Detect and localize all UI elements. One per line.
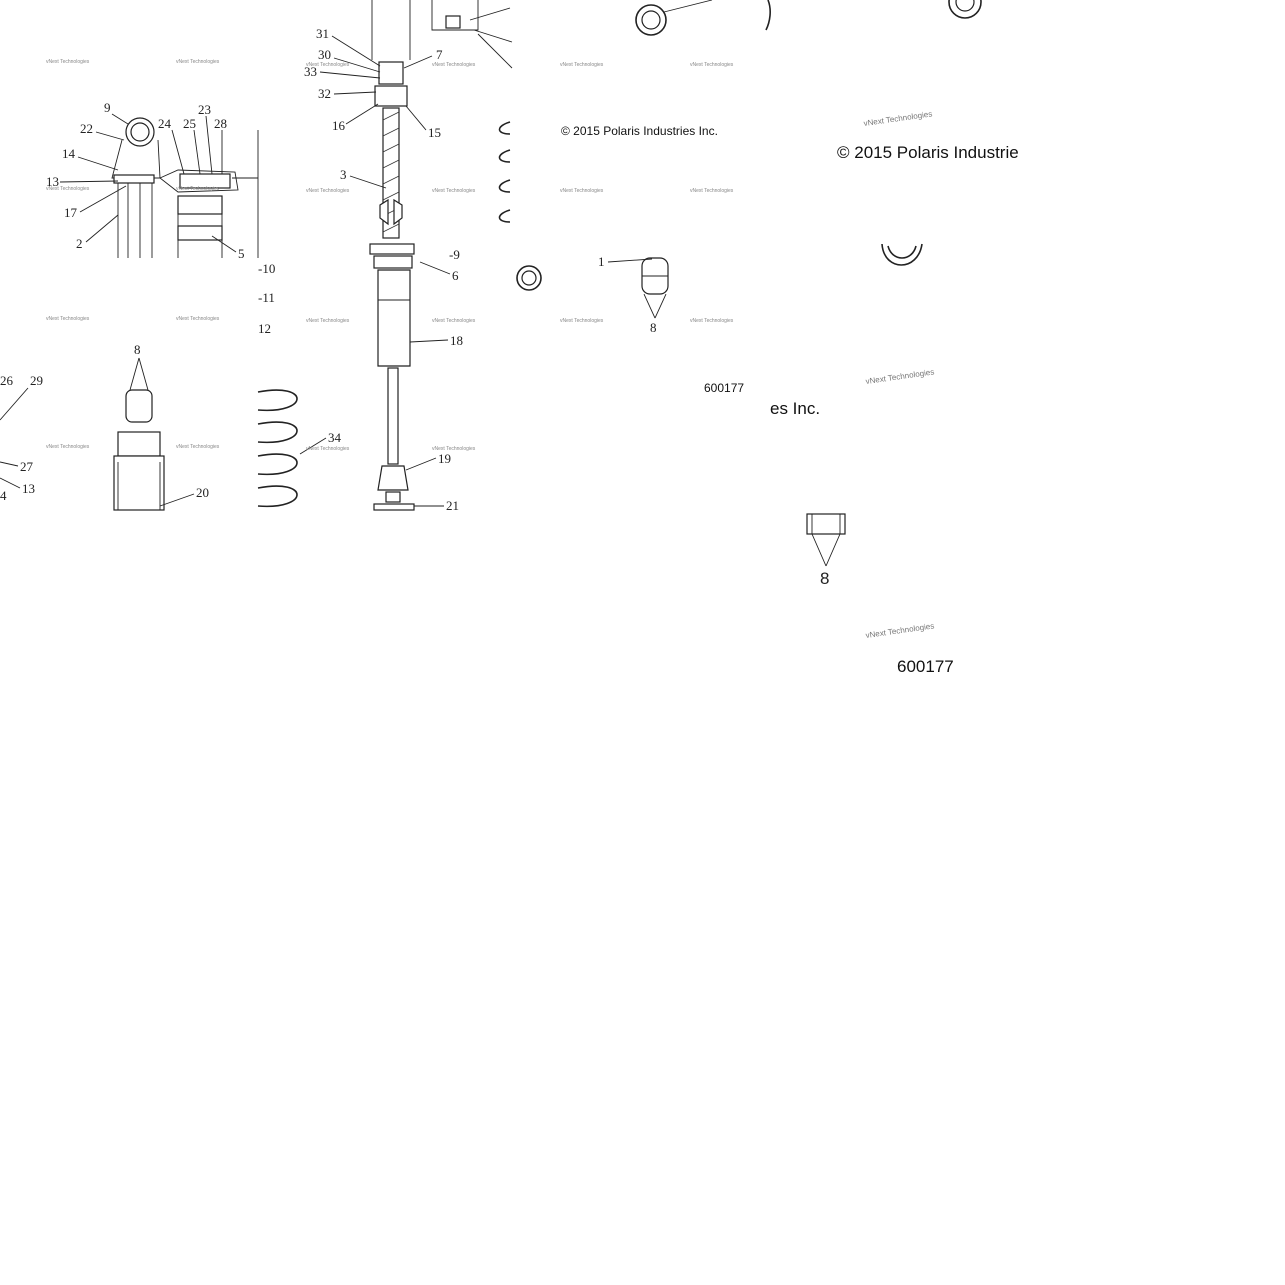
watermark-grid: vNext Technologies vNext Technologies vN… (46, 59, 935, 640)
figure-number-small: 600177 (704, 381, 744, 395)
callout-30: 30 (318, 47, 331, 62)
callout-22: 22 (80, 121, 93, 136)
callouts-shock-rod: 31 30 33 32 16 3 7 15 6 18 19 21 -9 -10 … (258, 26, 463, 513)
callout-16: 16 (332, 118, 346, 133)
callout-8-large: 8 (820, 569, 829, 588)
callout-8-bushing: 8 (650, 320, 657, 335)
callout-5: 5 (238, 246, 245, 261)
watermark-text: vNext Technologies (306, 446, 350, 452)
watermark-text: vNext Technologies (176, 316, 220, 322)
callouts-bottom-left: 26 29 27 13 4 (0, 373, 43, 503)
callout-23: 23 (198, 102, 211, 117)
watermark-text: vNext Technologies (560, 62, 604, 68)
watermark-text: vNext Technologies (560, 318, 604, 324)
watermark-text: vNext Technologies (432, 446, 476, 452)
watermark-text: vNext Technologies (306, 318, 350, 324)
watermark-text: vNext Technologies (432, 188, 476, 194)
spring-edge (498, 121, 542, 291)
callout-9-minus: -9 (449, 247, 460, 262)
bushing-large: 8 (806, 513, 846, 588)
copyright-small: © 2015 Polaris Industries Inc. (561, 124, 718, 138)
callout-10: -10 (258, 261, 275, 276)
callout-25: 25 (183, 116, 196, 131)
watermark-text: vNext Technologies (432, 62, 476, 68)
callout-21: 21 (446, 498, 459, 513)
callout-27: 27 (20, 459, 34, 474)
watermark-text: vNext Technologies (46, 59, 90, 65)
callout-33: 33 (304, 64, 317, 79)
watermark-text: vNext Technologies (176, 59, 220, 65)
watermark-text: vNext Technologies (306, 62, 350, 68)
callout-32: 32 (318, 86, 331, 101)
callout-2: 2 (76, 236, 83, 251)
bushing-part-1: 1 8 (598, 254, 669, 335)
callout-17: 17 (64, 205, 78, 220)
callout-11: -11 (258, 290, 275, 305)
callout-34: 34 (328, 430, 342, 445)
coil-spring: 34 (257, 389, 342, 508)
callout-19: 19 (438, 451, 451, 466)
callout-15: 15 (428, 125, 441, 140)
watermark-text: vNext Technologies (865, 621, 935, 640)
callout-3: 3 (340, 167, 347, 182)
callout-14: 14 (62, 146, 76, 161)
callout-8-reservoir: 8 (134, 342, 141, 357)
callout-20: 20 (196, 485, 209, 500)
figure-number-large: 600177 (897, 657, 954, 676)
callout-1: 1 (598, 254, 605, 269)
watermark-text: vNext Technologies (863, 109, 933, 128)
watermark-text: vNext Technologies (176, 444, 220, 450)
callout-13-lower: 13 (22, 481, 35, 496)
callout-9: 9 (104, 100, 111, 115)
copyright-large: © 2015 Polaris Industrie (837, 143, 1019, 162)
callout-29: 29 (30, 373, 43, 388)
shock-rod-assembly (369, 0, 415, 511)
watermark-text: vNext Technologies (306, 188, 350, 194)
watermark-text: vNext Technologies (46, 444, 90, 450)
callout-18: 18 (450, 333, 463, 348)
callout-26: 26 (0, 373, 14, 388)
watermark-text: vNext Technologies (432, 318, 476, 324)
watermark-text: vNext Technologies (865, 367, 935, 386)
watermark-text: vNext Technologies (690, 318, 734, 324)
watermark-text: vNext Technologies (176, 186, 220, 192)
callout-4: 4 (0, 488, 7, 503)
callout-28: 28 (214, 116, 227, 131)
callouts-upper-mount: 9 22 14 13 17 2 24 25 23 28 5 (46, 100, 245, 261)
watermark-text: vNext Technologies (690, 188, 734, 194)
callout-13: 13 (46, 174, 59, 189)
callout-12: 12 (258, 321, 271, 336)
watermark-text: vNext Technologies (560, 188, 604, 194)
copyright-fragment: es Inc. (770, 399, 820, 418)
callout-24: 24 (158, 116, 172, 131)
callout-31: 31 (316, 26, 329, 41)
eyelet-top (635, 0, 982, 266)
watermark-text: vNext Technologies (46, 186, 90, 192)
upper-mount-assembly (111, 117, 259, 258)
watermark-text: vNext Technologies (46, 316, 90, 322)
reservoir-cap (431, 0, 513, 69)
callout-7: 7 (436, 47, 443, 62)
watermark-text: vNext Technologies (690, 62, 734, 68)
reservoir-assembly: 8 20 (113, 342, 209, 511)
callout-6: 6 (452, 268, 459, 283)
